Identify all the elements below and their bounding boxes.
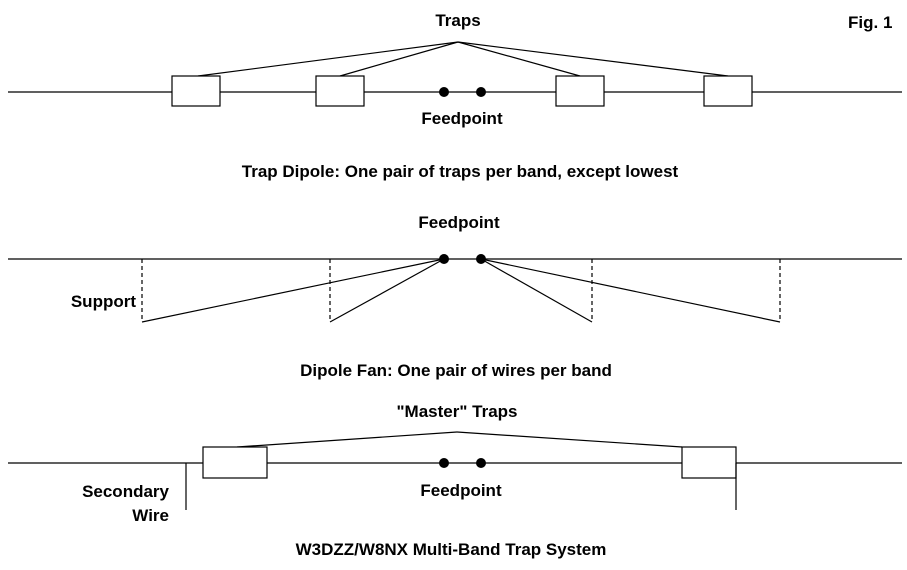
dipole-fan-caption: Dipole Fan: One pair of wires per band xyxy=(300,361,612,380)
fan-wire xyxy=(141,258,445,323)
master-traps-label: "Master" Traps xyxy=(396,402,517,421)
trap-dipole-section: Traps Feedpoint Trap Dipole: One pair of… xyxy=(8,11,902,181)
feedpoint-label: Feedpoint xyxy=(418,213,500,232)
trap-box xyxy=(171,75,221,107)
trap-pointer-line xyxy=(457,41,581,77)
secondary-label-line1: Secondary xyxy=(82,482,169,501)
support-label: Support xyxy=(71,292,136,311)
feedpoint-label: Feedpoint xyxy=(421,109,503,128)
trap-box xyxy=(555,75,605,107)
w3dzz-caption: W3DZZ/W8NX Multi-Band Trap System xyxy=(296,540,607,559)
figure-label: Fig. 1 xyxy=(848,13,892,32)
feedpoint-dot xyxy=(439,87,449,97)
feedpoint-dot xyxy=(476,254,486,264)
traps-label: Traps xyxy=(435,11,480,30)
trap-box xyxy=(315,75,365,107)
secondary-label-line2: Wire xyxy=(132,506,169,525)
fan-wire xyxy=(480,258,781,323)
fan-wire xyxy=(480,258,593,323)
feedpoint-dot xyxy=(439,458,449,468)
feedpoint-label: Feedpoint xyxy=(420,481,502,500)
dipole-fan-section: Feedpoint Support Dipole Fan: One pair o… xyxy=(8,213,902,380)
trap-box xyxy=(703,75,753,107)
trap-pointer-line xyxy=(197,41,459,77)
trap-pointer-line xyxy=(339,41,459,77)
feedpoint-dot xyxy=(476,458,486,468)
fan-wire xyxy=(329,258,445,323)
master-trap-pointer xyxy=(456,431,683,448)
w3dzz-section: "Master" Traps Feedpoint Secondary Wire … xyxy=(8,402,902,559)
master-trap-box xyxy=(202,446,268,479)
feedpoint-dot xyxy=(439,254,449,264)
trap-pointer-line xyxy=(457,41,729,77)
master-trap-pointer xyxy=(236,431,458,448)
feedpoint-dot xyxy=(476,87,486,97)
trap-dipole-caption: Trap Dipole: One pair of traps per band,… xyxy=(242,162,679,181)
master-trap-box xyxy=(681,446,737,479)
